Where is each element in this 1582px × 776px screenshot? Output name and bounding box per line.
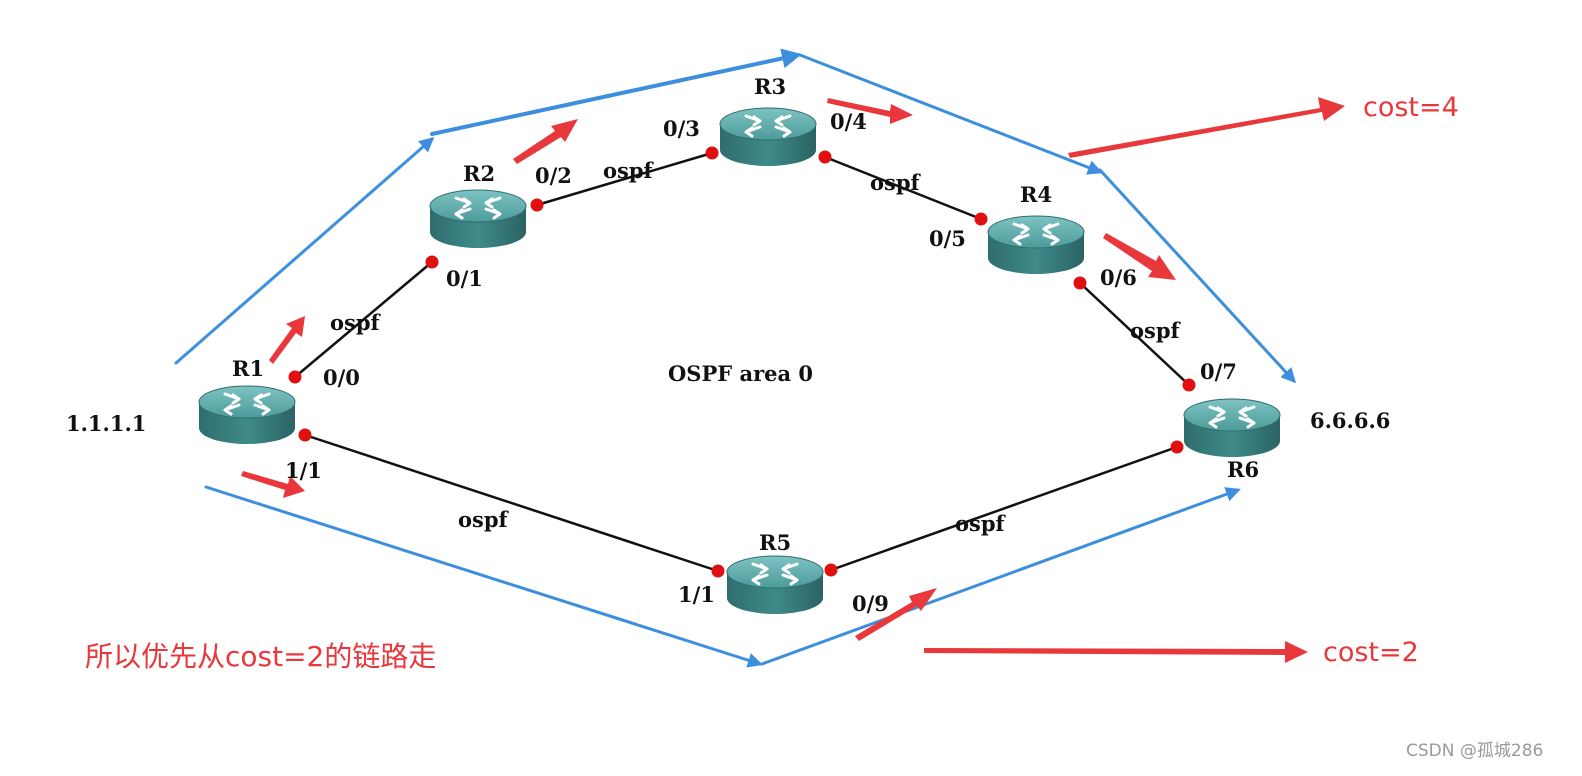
port-dot bbox=[425, 255, 439, 269]
direction-arrows bbox=[241, 97, 1345, 663]
router-names: R1 R2 R3 R4 R6 R5 bbox=[232, 74, 1259, 555]
link-r4-r6 bbox=[1079, 282, 1190, 386]
port-dot bbox=[1170, 440, 1184, 454]
router-name-r3: R3 bbox=[754, 74, 786, 99]
cost-upper-label: cost=4 bbox=[1363, 92, 1459, 123]
interface-label: 0/0 bbox=[323, 365, 360, 390]
interface-label: 0/9 bbox=[852, 591, 889, 616]
path-arrow-r1-r2 bbox=[174, 137, 435, 365]
path-arrow-r3-r4 bbox=[798, 53, 1103, 175]
red-arrow-icon bbox=[513, 119, 578, 164]
path-arrow-r1-r5 bbox=[204, 485, 763, 668]
link-protocol-label: ospf bbox=[870, 170, 922, 195]
cost-lower-label: cost=2 bbox=[1323, 637, 1419, 668]
link-r3-r4 bbox=[824, 155, 982, 221]
link-r5-r6 bbox=[830, 445, 1178, 572]
r1-address: 1.1.1.1 bbox=[66, 411, 146, 436]
interface-label: 0/3 bbox=[663, 116, 700, 141]
lower-path-arrows bbox=[204, 485, 1241, 668]
router-name-r2: R2 bbox=[463, 161, 495, 186]
link-r1-r5 bbox=[304, 433, 719, 573]
port-dot bbox=[530, 198, 544, 212]
interface-label: 0/1 bbox=[446, 266, 483, 291]
router-icon[interactable] bbox=[986, 214, 1086, 276]
r6-address: 6.6.6.6 bbox=[1310, 408, 1390, 433]
link-protocol-label: ospf bbox=[955, 511, 1007, 536]
port-dot bbox=[818, 150, 832, 164]
interface-label: 0/2 bbox=[535, 163, 572, 188]
router-icon[interactable] bbox=[1182, 397, 1282, 459]
area-label: OSPF area 0 bbox=[668, 361, 813, 386]
red-arrow-icon bbox=[827, 98, 913, 124]
port-dot bbox=[974, 212, 988, 226]
interface-label: 1/1 bbox=[678, 582, 715, 607]
link-protocol-label: ospf bbox=[1130, 318, 1182, 343]
interface-label: 0/6 bbox=[1100, 265, 1137, 290]
interface-label: 0/4 bbox=[830, 109, 867, 134]
port-dot bbox=[711, 564, 725, 578]
red-arrow-icon bbox=[1103, 233, 1176, 280]
red-arrow-icon bbox=[855, 588, 937, 641]
red-arrow-icon bbox=[924, 641, 1308, 663]
router-name-r1: R1 bbox=[232, 356, 264, 381]
interface-label: 1/1 bbox=[285, 458, 322, 483]
router-name-r6: R6 bbox=[1227, 457, 1259, 482]
watermark: CSDN @孤城286 bbox=[1406, 741, 1543, 761]
red-arrow-icon bbox=[269, 316, 305, 364]
links bbox=[294, 151, 1190, 573]
port-dot bbox=[705, 146, 719, 160]
router-icon[interactable] bbox=[197, 384, 297, 446]
interface-labels: 0/0 0/1 0/2 0/3 0/4 0/5 0/6 0/7 1/1 1/1 … bbox=[285, 109, 1237, 616]
router-icon[interactable] bbox=[718, 106, 818, 168]
port-dots bbox=[288, 146, 1196, 578]
router-icon[interactable] bbox=[428, 188, 528, 250]
link-protocol-label: ospf bbox=[330, 310, 382, 335]
port-dot bbox=[824, 563, 838, 577]
upper-path-arrows bbox=[174, 48, 1297, 384]
interface-label: 0/5 bbox=[929, 226, 966, 251]
port-dot bbox=[1073, 276, 1087, 290]
port-dot bbox=[288, 370, 302, 384]
link-protocol-label: ospf bbox=[603, 158, 655, 183]
port-dot bbox=[1182, 378, 1196, 392]
router-icon[interactable] bbox=[725, 554, 825, 616]
red-arrow-icon bbox=[241, 471, 305, 498]
router-name-r4: R4 bbox=[1020, 182, 1052, 207]
router-name-r5: R5 bbox=[759, 530, 791, 555]
link-r1-r2 bbox=[294, 261, 433, 378]
path-arrow-r5-r6 bbox=[760, 487, 1241, 666]
interface-label: 0/7 bbox=[1200, 359, 1237, 384]
path-arrow-r4-r6 bbox=[1098, 168, 1297, 384]
port-dot bbox=[298, 428, 312, 442]
link-r2-r3 bbox=[536, 151, 713, 207]
conclusion-text: 所以优先从cost=2的链路走 bbox=[85, 640, 436, 673]
link-protocol-labels: ospf ospf ospf ospf ospf ospf bbox=[330, 158, 1182, 536]
red-arrow-icon bbox=[1068, 97, 1345, 158]
path-arrow-r2-r3 bbox=[430, 48, 802, 136]
link-protocol-label: ospf bbox=[458, 507, 510, 532]
